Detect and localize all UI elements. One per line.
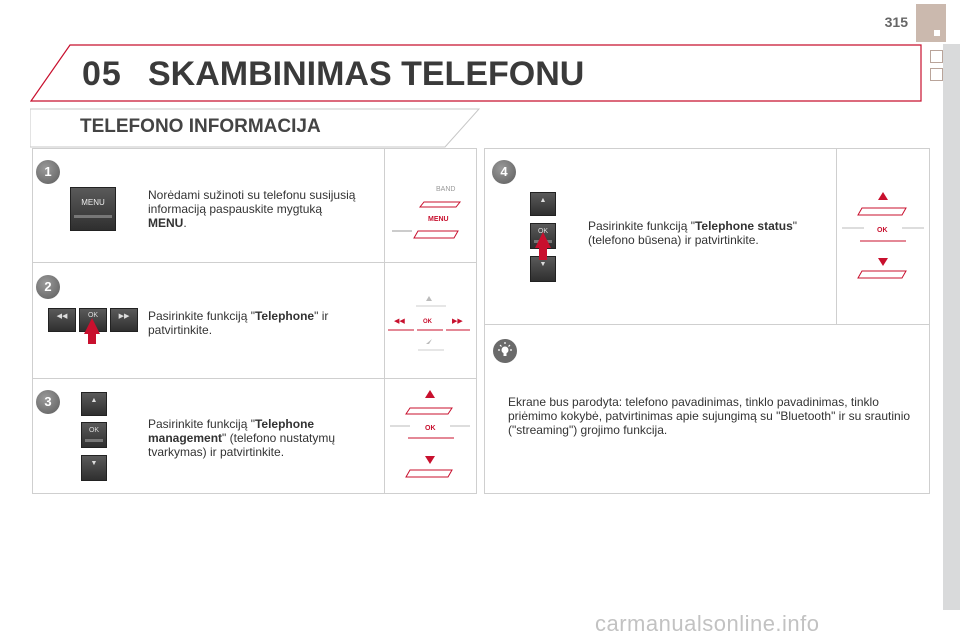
step-1-text: Norėdami sužinoti su telefonu susijusią …: [148, 188, 356, 230]
step-2-text: Pasirinkite funkciją "Telephone" ir patv…: [148, 309, 329, 337]
svg-text:◀◀: ◀◀: [394, 318, 405, 325]
title-frame: [30, 44, 922, 102]
lightbulb-icon: [493, 339, 517, 363]
step-4-text: Pasirinkite funkciją "Telephone status" …: [588, 219, 798, 247]
svg-text:MENU: MENU: [428, 216, 449, 223]
nav-diagram: ◀◀ OK ▶▶: [388, 296, 470, 351]
step-badge-1: 1: [36, 160, 60, 184]
info-text: Ekrane bus parodyta: telefono pavadinima…: [508, 395, 911, 437]
svg-text:OK: OK: [423, 319, 433, 325]
up-button: ▲: [81, 392, 107, 416]
menu-diagram: BAND MENU: [392, 186, 462, 239]
footer-url: carmanualsonline.info: [595, 611, 820, 636]
right-steps-panel: [484, 148, 930, 494]
chapter-title: SKAMBINIMAS TELEFONU: [148, 55, 585, 93]
step-badge-2: 2: [36, 275, 60, 299]
section-frame: [30, 108, 480, 148]
ok-button: OK: [81, 422, 107, 448]
next-button: ▶▶: [110, 308, 138, 332]
section-title: TELEFONO INFORMACIJA: [80, 116, 321, 137]
ok-diagram: OK: [390, 390, 470, 478]
step-badge-3: 3: [36, 390, 60, 414]
red-arrow-up-icon: [535, 232, 551, 260]
svg-text:OK: OK: [425, 425, 436, 432]
menu-button: MENU: [70, 187, 116, 231]
previous-button: ◀◀: [48, 308, 76, 332]
ok-diagram: OK: [842, 192, 924, 279]
page-number: 315: [884, 14, 908, 30]
svg-text:OK: OK: [877, 227, 888, 234]
up-button: ▲: [530, 192, 556, 216]
square-icon: [930, 50, 943, 63]
step-badge-4: 4: [492, 160, 516, 184]
side-strip: [943, 44, 960, 610]
svg-text:▶▶: ▶▶: [452, 318, 463, 325]
svg-text:BAND: BAND: [436, 186, 455, 193]
step-3-text: Pasirinkite funkciją "Telephone manageme…: [148, 417, 336, 459]
chapter-number: 05: [82, 55, 122, 93]
down-button: ▼: [81, 455, 107, 481]
square-icon: [930, 68, 943, 81]
red-arrow-up-icon: [84, 318, 100, 344]
chapter-tab: [916, 4, 946, 42]
